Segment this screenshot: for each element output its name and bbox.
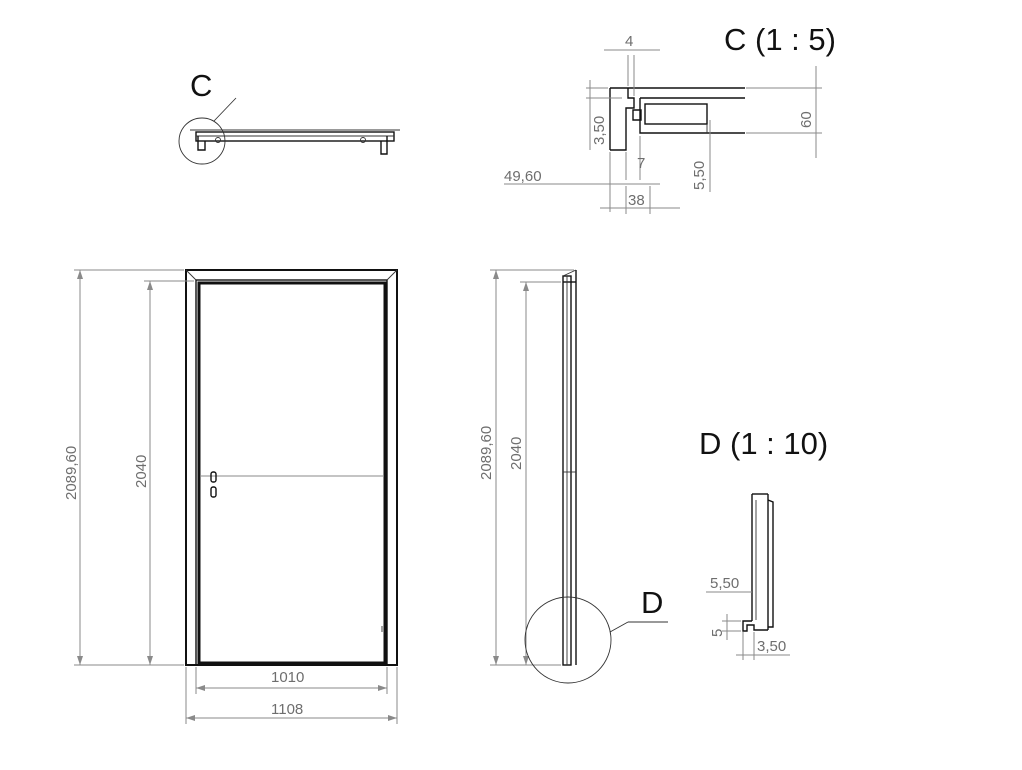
front-elevation [185, 269, 398, 666]
detail-d-title: D (1 : 10) [699, 426, 828, 461]
dim-d-5-50: 5,50 [710, 575, 739, 592]
dim-c-4: 4 [625, 33, 633, 50]
detail-d-dimensions: 5,50 5 3,50 [706, 575, 790, 660]
dim-d-5: 5 [709, 629, 726, 637]
detail-c-dimensions: 4 3,50 60 7 5,50 49,60 38 [504, 33, 822, 214]
dim-c-3-50: 3,50 [591, 116, 608, 145]
side-elevation [562, 269, 577, 666]
dim-front-leaf-width: 1010 [271, 669, 304, 686]
detail-d-profile [742, 493, 774, 632]
front-dimensions: 2089,60 2040 1010 1108 [63, 269, 398, 724]
dim-side-total-height: 2089,60 [478, 426, 495, 480]
detail-c-callout: C [178, 68, 237, 165]
dim-side-leaf-height: 2040 [508, 437, 525, 470]
dim-front-leaf-height: 2040 [133, 455, 150, 488]
dim-c-60: 60 [798, 111, 815, 128]
dim-c-38: 38 [628, 192, 645, 209]
detail-c-title: C (1 : 5) [724, 22, 836, 57]
detail-d-marker: D [641, 585, 663, 620]
detail-d-callout: D [524, 585, 668, 684]
dim-c-7: 7 [637, 155, 645, 172]
detail-c-profile [609, 87, 745, 151]
dim-front-total-height: 2089,60 [63, 446, 80, 500]
plan-section [190, 129, 400, 155]
dim-c-49-60: 49,60 [504, 168, 542, 185]
side-dimensions: 2089,60 2040 [478, 269, 574, 666]
dim-c-5-50: 5,50 [691, 161, 708, 190]
dim-front-total-width: 1108 [271, 701, 303, 718]
detail-c-marker: C [190, 68, 212, 103]
dim-d-3-50: 3,50 [757, 638, 786, 655]
